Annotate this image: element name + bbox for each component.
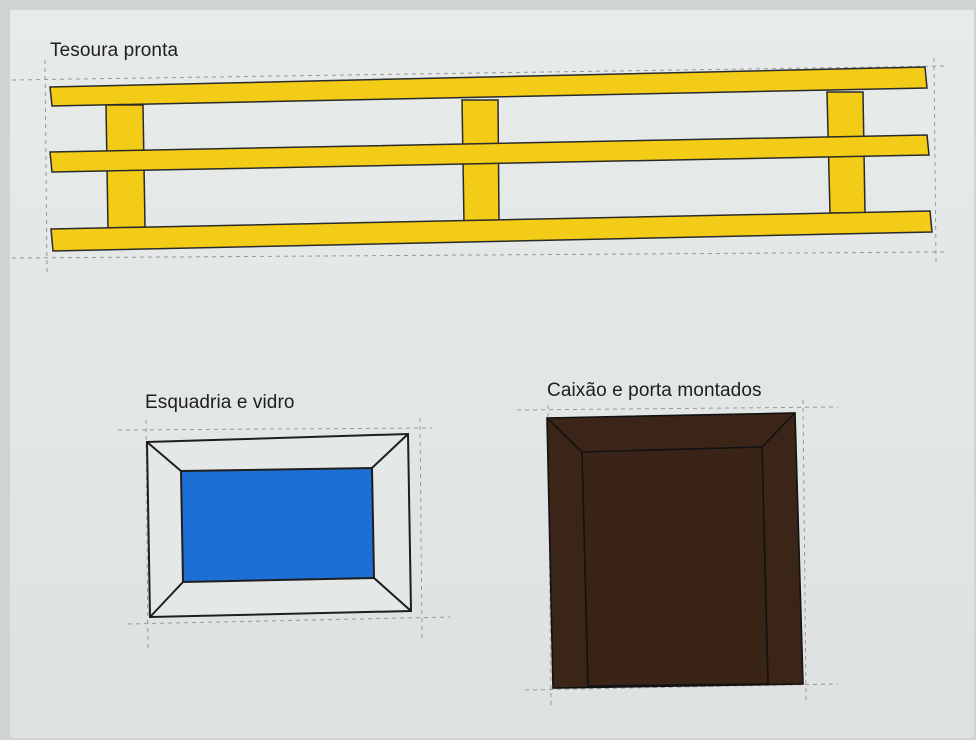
truss-drawing: [49, 66, 933, 252]
window-miter-bottom-right: [373, 577, 412, 612]
truss-title: Tesoura pronta: [50, 40, 179, 61]
door-casing-miter-left: [546, 417, 583, 453]
door-drawing: [546, 412, 804, 689]
window-miter-top-left: [146, 441, 182, 472]
window-drawing: [145, 432, 413, 619]
window-title: Esquadria e vidro: [145, 392, 295, 413]
truss-bottom-beam: [50, 210, 933, 252]
door-casing-miter-right: [761, 412, 796, 448]
truss-top-beam: [49, 66, 928, 107]
window-glass: [179, 466, 376, 584]
door-title: Caixão e porta montados: [547, 380, 762, 401]
truss-middle-beam: [49, 134, 930, 173]
window-miter-bottom-left: [149, 581, 184, 618]
window-miter-top-right: [371, 433, 409, 469]
door-leaf: [581, 446, 769, 687]
